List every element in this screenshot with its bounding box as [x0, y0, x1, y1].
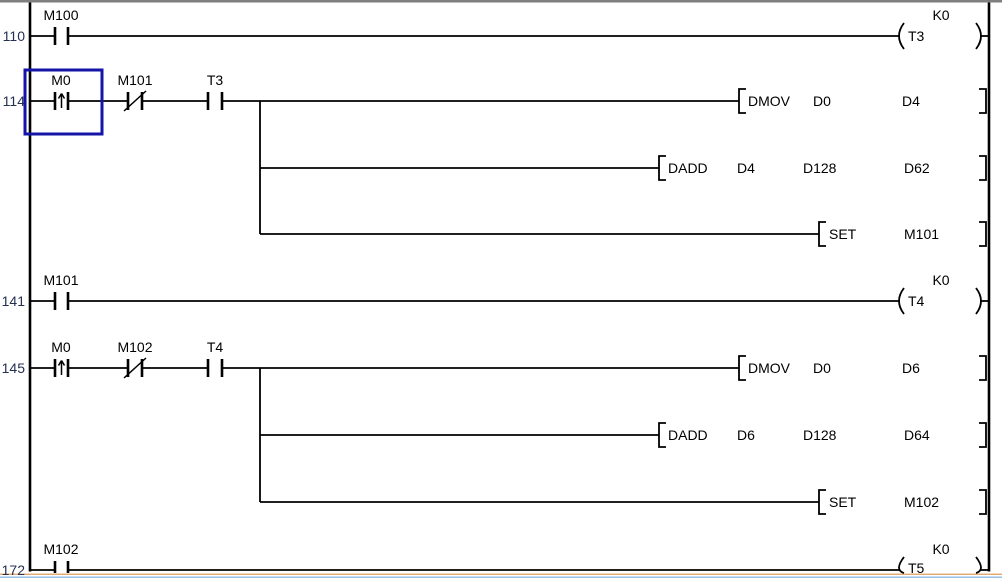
timer-coil-t5[interactable]: K0 T5 — [898, 541, 982, 576]
coil-close-paren — [975, 22, 982, 50]
rung-141: 141 M101 K0 T4 — [2, 272, 989, 315]
timer-preset-label: K0 — [932, 541, 949, 557]
instruction-op: DMOV — [748, 360, 791, 376]
device-label: M100 — [43, 7, 78, 23]
timer-coil-t3[interactable]: K0 T3 — [898, 7, 982, 50]
instruction-arg: D0 — [813, 360, 831, 376]
instruction-op: DMOV — [748, 93, 791, 109]
step-number: 110 — [3, 28, 26, 44]
contact-no-m101[interactable]: M101 — [43, 272, 79, 310]
instruction-close-bracket — [979, 489, 987, 515]
timer-coil-t4[interactable]: K0 T4 — [898, 272, 982, 315]
contact-pulse-m0[interactable]: M0 — [51, 72, 71, 110]
coil-open-paren — [898, 287, 905, 315]
instruction-arg: D64 — [904, 427, 930, 443]
instruction-close-bracket — [979, 422, 987, 448]
instruction-arg: M102 — [904, 494, 939, 510]
instruction-op: DADD — [668, 427, 708, 443]
instruction-arg: D0 — [813, 93, 831, 109]
instruction-set[interactable]: SET M101 — [818, 221, 987, 247]
step-number: 141 — [2, 293, 26, 309]
instruction-open-bracket — [818, 489, 826, 515]
rising-edge-arrow-icon — [57, 360, 66, 375]
instruction-set[interactable]: SET M102 — [818, 489, 987, 515]
device-label: M101 — [117, 72, 152, 88]
instruction-arg: D62 — [904, 160, 930, 176]
pane-top-border — [0, 0, 1002, 3]
instruction-arg: D6 — [737, 427, 755, 443]
contact-nc-m101[interactable]: M101 — [117, 72, 153, 112]
instruction-open-bracket — [658, 422, 666, 448]
instruction-dadd[interactable]: DADD D6 D128 D64 — [658, 422, 987, 448]
coil-device-label: T5 — [908, 560, 925, 576]
instruction-open-bracket — [738, 88, 746, 114]
instruction-close-bracket — [979, 221, 987, 247]
rung-114: 114 M0 M101 T3 DMOV D0 — [3, 68, 987, 247]
selection-box[interactable] — [23, 68, 104, 136]
coil-open-paren — [898, 22, 905, 50]
rising-edge-arrow-icon — [57, 93, 66, 108]
instruction-op: SET — [829, 226, 857, 242]
nc-slash-icon — [123, 357, 147, 379]
device-label: M0 — [51, 72, 71, 88]
device-label: M101 — [43, 272, 78, 288]
instruction-arg: D128 — [803, 427, 837, 443]
contact-pulse-m0[interactable]: M0 — [51, 339, 71, 377]
rung-145: 145 M0 M102 T4 DMOV D0 D6 — [2, 339, 987, 515]
instruction-open-bracket — [818, 221, 826, 247]
nc-slash-icon — [123, 90, 147, 112]
coil-close-paren — [975, 556, 982, 574]
device-label: M102 — [43, 541, 78, 557]
contact-no-t3[interactable]: T3 — [206, 72, 224, 110]
instruction-arg: D6 — [902, 360, 920, 376]
instruction-arg: M101 — [904, 226, 939, 242]
step-number: 145 — [2, 360, 26, 376]
step-number: 172 — [2, 562, 26, 578]
contact-nc-m102[interactable]: M102 — [117, 339, 153, 379]
instruction-dmov[interactable]: DMOV D0 D6 — [738, 355, 987, 381]
instruction-close-bracket — [979, 88, 987, 114]
coil-device-label: T3 — [908, 28, 925, 44]
device-label: T3 — [207, 72, 224, 88]
pane-bottom-border-blue — [0, 576, 1002, 578]
coil-open-paren — [898, 556, 905, 574]
timer-preset-label: K0 — [932, 272, 949, 288]
coil-close-paren — [975, 287, 982, 315]
instruction-close-bracket — [979, 155, 987, 181]
instruction-close-bracket — [979, 355, 987, 381]
instruction-op: DADD — [668, 160, 708, 176]
instruction-arg: D4 — [902, 93, 920, 109]
instruction-dadd[interactable]: DADD D4 D128 D62 — [658, 155, 987, 181]
instruction-open-bracket — [658, 155, 666, 181]
rung-110: 110 M100 K0 T3 — [3, 7, 989, 50]
step-number: 114 — [3, 93, 26, 109]
instruction-open-bracket — [738, 355, 746, 381]
contact-no-t4[interactable]: T4 — [206, 339, 224, 377]
instruction-op: SET — [829, 494, 857, 510]
contact-no-m100[interactable]: M100 — [43, 7, 79, 45]
device-label: M0 — [51, 339, 71, 355]
coil-device-label: T4 — [908, 293, 925, 309]
device-label: M102 — [117, 339, 152, 355]
timer-preset-label: K0 — [932, 7, 949, 23]
pane-bottom-border-orange — [0, 573, 1002, 575]
device-label: T4 — [207, 339, 224, 355]
contact-no-m102[interactable]: M102 — [43, 541, 79, 573]
instruction-arg: D4 — [737, 160, 755, 176]
rung-172: 172 M102 K0 T5 — [2, 541, 989, 578]
instruction-arg: D128 — [803, 160, 837, 176]
instruction-dmov[interactable]: DMOV D0 D4 — [738, 88, 987, 114]
